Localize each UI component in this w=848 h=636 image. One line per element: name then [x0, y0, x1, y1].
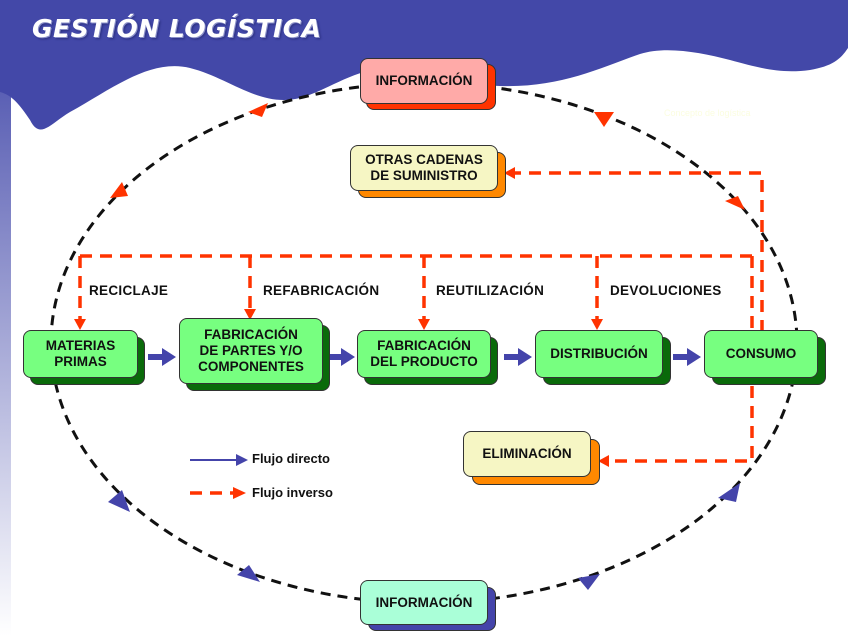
process-box-fabricacion-partes[interactable]: FABRICACIÓN DE PARTES Y/O COMPONENTES	[179, 318, 323, 384]
arrowhead-other-chains	[504, 167, 515, 179]
cycle-arrowhead-blue	[237, 565, 260, 582]
watermark-text: Concepto de logística	[664, 108, 751, 118]
arrowhead-elimination	[598, 455, 609, 467]
direct-flow-arrow	[327, 348, 355, 366]
legend-reverse-arrowhead	[233, 487, 246, 499]
direct-flow-arrow	[673, 348, 701, 366]
left-gradient-bar	[0, 90, 11, 636]
page-title: GESTIÓN LOGÍSTICA	[32, 14, 322, 43]
elimination-box[interactable]: ELIMINACIÓN	[463, 431, 591, 477]
cycle-arrowhead-blue	[718, 483, 740, 502]
label-refabricacion: REFABRICACIÓN	[263, 283, 380, 298]
reverse-flow-elimination	[608, 386, 754, 463]
other-chains-box[interactable]: OTRAS CADENAS DE SUMINISTRO	[350, 145, 498, 191]
direct-flow-arrow	[504, 348, 532, 366]
direct-flow-arrow	[148, 348, 176, 366]
arrowhead-reciclaje	[74, 319, 86, 330]
process-box-distribucion[interactable]: DISTRIBUCIÓN	[535, 330, 663, 378]
legend-direct-icon	[190, 454, 248, 466]
arrowhead-reutilizacion	[418, 319, 430, 330]
arrowhead-devoluciones	[591, 319, 603, 330]
process-box-consumo[interactable]: CONSUMO	[704, 330, 818, 378]
label-reutilizacion: REUTILIZACIÓN	[436, 283, 545, 298]
cycle-arrowhead-red	[594, 112, 614, 127]
arrowhead-refabricacion	[244, 309, 256, 320]
cycle-arrowhead-red	[725, 196, 745, 210]
reverse-flow-other-chains	[514, 171, 764, 332]
info-top-box[interactable]: INFORMACIÓN	[360, 58, 488, 104]
cycle-arrowhead-red	[248, 103, 268, 117]
process-box-fabricacion-producto[interactable]: FABRICACIÓN DEL PRODUCTO	[357, 330, 491, 378]
legend-direct-label: Flujo directo	[252, 451, 330, 466]
info-bottom-box[interactable]: INFORMACIÓN	[360, 580, 488, 625]
cycle-arrowhead-blue	[108, 490, 130, 512]
label-devoluciones: DEVOLUCIONES	[610, 283, 722, 298]
cycle-arrowhead-red	[110, 182, 128, 198]
label-reciclaje: RECICLAJE	[89, 283, 169, 298]
cycle-arrowhead-blue	[578, 574, 600, 590]
legend-reverse-label: Flujo inverso	[252, 485, 333, 500]
process-box-materias-primas[interactable]: MATERIAS PRIMAS	[23, 330, 138, 378]
